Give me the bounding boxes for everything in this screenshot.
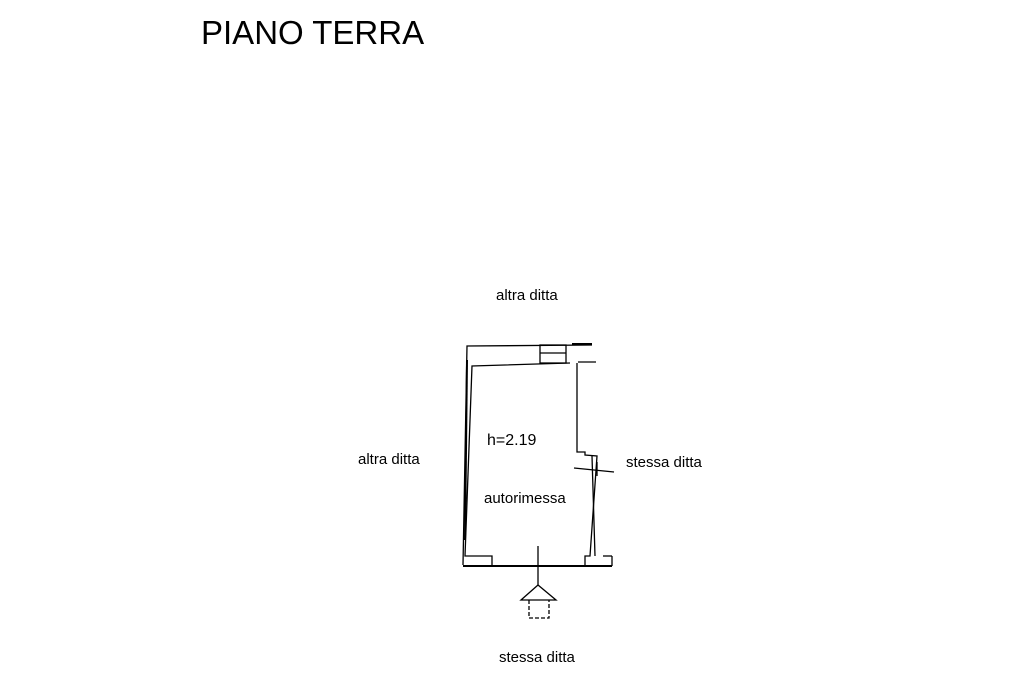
section-mark bbox=[573, 462, 615, 476]
label-west: altra ditta bbox=[358, 451, 420, 468]
stair-block bbox=[539, 344, 567, 364]
label-north: altra ditta bbox=[496, 287, 558, 304]
room-height: h=2.19 bbox=[487, 432, 537, 449]
inner-walls bbox=[464, 359, 598, 566]
label-south: stessa ditta bbox=[499, 649, 575, 666]
entrance-arrow-icon bbox=[519, 546, 558, 619]
page-title: PIANO TERRA bbox=[201, 14, 425, 51]
room-name: autorimessa bbox=[484, 490, 566, 507]
label-east: stessa ditta bbox=[626, 454, 702, 471]
